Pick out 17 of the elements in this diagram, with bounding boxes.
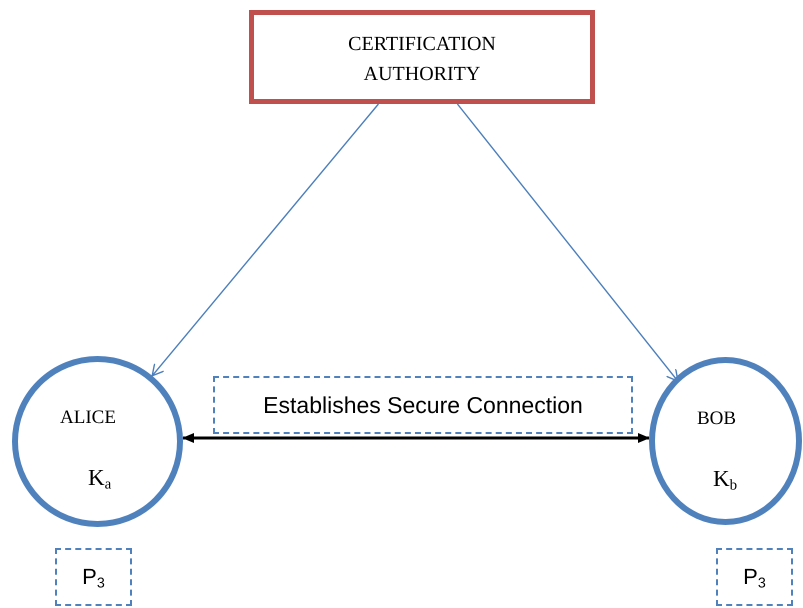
key-box [55,548,132,606]
party-circle [12,356,183,527]
edge-label-box [213,376,633,434]
key-box [716,548,793,606]
box-label: CERTIFICATION AUTHORITY [347,32,497,87]
key-label: K$_{a}$ [88,465,112,494]
box-label: P$_{3}$ [81,564,106,592]
arrow [152,104,379,376]
double-arrow [182,433,650,443]
party-name: BOB [697,408,736,430]
box-label: Establishes Secure Connection [262,392,584,419]
party-circle [649,357,802,525]
key-label: K$_{b}$ [713,466,738,495]
arrow [456,104,679,382]
box-label: P$_{3}$ [742,564,767,592]
authority-box [249,10,595,104]
party-name: ALICE [60,407,116,429]
